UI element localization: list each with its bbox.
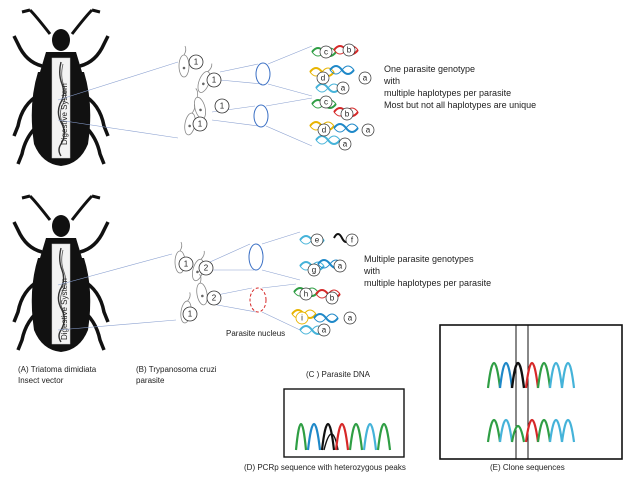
zoom-lines-top <box>57 45 313 147</box>
parasites-top: 1 1 1 1 <box>178 45 230 137</box>
top-text-line-4: Most but not all haplotypes are unique <box>384 100 536 110</box>
insect-top: Digestive System <box>12 8 110 168</box>
nucleus-label: Parasite nucleus <box>226 329 285 338</box>
parasite-number: 1 <box>188 310 193 319</box>
top-description: One parasite genotype with multiple hapl… <box>383 64 536 110</box>
haplotype-label: a <box>322 326 327 335</box>
haplotype-label: b <box>345 110 350 119</box>
haplotype-label: d <box>321 74 325 83</box>
haplotype-label: i <box>301 314 303 323</box>
top-text-line-1: One parasite genotype <box>384 64 475 74</box>
caption-d: (D) PCRp sequence with heterozygous peak… <box>244 463 406 472</box>
haplotype-label: a <box>343 140 348 149</box>
parasites-bottom: 1 2 2 1 <box>174 241 222 325</box>
parasite-number: 1 <box>194 58 199 67</box>
haplotype-label: a <box>338 262 343 271</box>
haplotype-label: e <box>315 236 320 245</box>
top-text-line-3: multiple haplotypes per parasite <box>384 88 511 98</box>
digestive-system-label-bottom: Digestive System <box>60 278 69 340</box>
captions: (A) Triatoma dimidiata Insect vector (B)… <box>18 365 565 472</box>
caption-b-line-2: parasite <box>136 376 165 385</box>
haplotype-label: d <box>322 126 326 135</box>
bottom-text-line-1: Multiple parasite genotypes <box>364 254 474 264</box>
nucleus-top-2 <box>253 104 269 128</box>
parasite-number: 1 <box>220 102 225 111</box>
insect-bottom: Digestive System <box>12 194 110 354</box>
parasite-number-circle <box>214 98 230 114</box>
digestive-system-label-top: Digestive System <box>60 83 69 145</box>
zoom-lines-bottom <box>57 231 301 331</box>
haplotype-label: c <box>324 48 328 57</box>
haplotype-label: a <box>363 74 368 83</box>
bottom-description: Multiple parasite genotypes with multipl… <box>363 254 491 288</box>
dna-group-top-1: c b d a a <box>309 43 372 95</box>
caption-a-line-2: Insect vector <box>18 376 64 385</box>
haplotype-label: g <box>312 266 316 275</box>
haplotype-label: a <box>366 126 371 135</box>
dna-group-top-2: c b d a a <box>309 95 375 151</box>
top-text-line-2: with <box>383 76 400 86</box>
parasite-number-circle <box>188 54 204 70</box>
haplotype-label: a <box>348 314 353 323</box>
parasite-number-circle <box>206 72 222 88</box>
haplotype-label: c <box>324 98 328 107</box>
parasite-number: 1 <box>198 120 203 129</box>
haplotype-label: h <box>304 290 308 299</box>
dna-group-bottom-1: e f g a <box>299 233 359 277</box>
caption-b-line-1: (B) Trypanosoma cruzi <box>136 365 217 374</box>
bottom-text-line-3: multiple haplotypes per parasite <box>364 278 491 288</box>
parasite-number: 1 <box>212 76 217 85</box>
haplotype-label: a <box>341 84 346 93</box>
caption-c: (C ) Parasite DNA <box>306 370 371 379</box>
haplotype-label: f <box>351 236 354 245</box>
parasite-number: 1 <box>184 260 189 269</box>
caption-a-line-1: (A) Triatoma dimidiata <box>18 365 97 374</box>
caption-e: (E) Clone sequences <box>490 463 565 472</box>
panel-e-clones <box>439 324 623 460</box>
dna-group-bottom-2: h b i a a <box>291 287 357 337</box>
nucleus-bottom-1 <box>248 243 264 271</box>
nucleus-top-1 <box>255 62 271 86</box>
parasite-number: 2 <box>204 264 209 273</box>
nucleus-bottom-2 <box>249 287 267 313</box>
parasite-number-circle <box>192 116 208 132</box>
parasite-number: 2 <box>212 294 217 303</box>
haplotype-label: b <box>347 46 352 55</box>
panel-d-chromatogram <box>283 388 405 458</box>
bottom-text-line-2: with <box>363 266 380 276</box>
haplotype-label: b <box>330 294 335 303</box>
